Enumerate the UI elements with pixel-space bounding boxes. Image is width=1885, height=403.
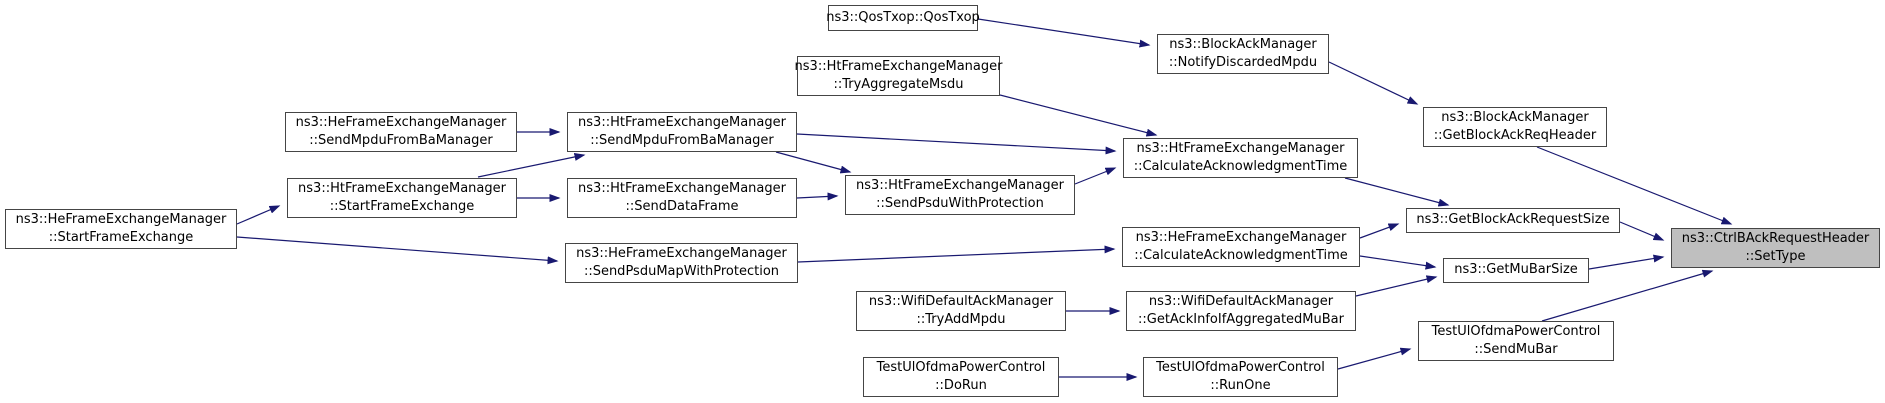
node-htframeexchangemanager-sendmpdufrombamanager[interactable]: ns3::HtFrameExchangeManager::SendMpduFro… (567, 112, 797, 152)
node-label-line: ns3::HeFrameExchangeManager (1135, 229, 1347, 245)
edge-wifidefaultackmanager-getackinfoifaggregatedmubar-to-getmubarsize (1355, 275, 1438, 297)
node-label-line: ::TryAddMpdu (916, 312, 1006, 327)
node-ctrlbackrequestheader-settype: ns3::CtrlBAckRequestHeader::SetType (1671, 228, 1880, 268)
edge-htframeexchangemanager-sendmpdufrombamanager-to-htframeexchangemanager-calculateacknowledgmenttime (796, 133, 1117, 155)
node-heframeexchangemanager-startframeexchange[interactable]: ns3::HeFrameExchangeManager::StartFrameE… (5, 209, 237, 249)
node-label-line: ns3::WifiDefaultAckManager (1148, 293, 1334, 309)
node-getblockackrequestsize[interactable]: ns3::GetBlockAckRequestSize (1406, 208, 1620, 233)
node-label-line: ns3::HtFrameExchangeManager (1136, 140, 1345, 156)
edge-htframeexchangemanager-sendmpdufrombamanager-to-htframeexchangemanager-sendpsduwithprotection (775, 151, 852, 174)
node-label-line: ns3::WifiDefaultAckManager (868, 293, 1054, 309)
node-label-line: ns3::HtFrameExchangeManager (856, 177, 1064, 193)
node-label-line: ns3::HtFrameExchangeManager (578, 114, 786, 130)
node-htframeexchangemanager-startframeexchange[interactable]: ns3::HtFrameExchangeManager::StartFrameE… (287, 178, 517, 218)
node-label-line: ns3::GetBlockAckRequestSize (1416, 212, 1610, 228)
node-label-line: ::DoRun (935, 378, 987, 393)
node-label-line: ::SendPsduMapWithProtection (583, 264, 780, 279)
node-label-line: ::RunOne (1210, 378, 1271, 393)
node-label-line: ::CalculateAcknowledgmentTime (1133, 159, 1348, 174)
edge-testulofdmapowercontrol-runone-to-testulofdmapowercontrol-sendmubar (1337, 347, 1412, 370)
node-wifidefaultackmanager-tryaddmpdu[interactable]: ns3::WifiDefaultAckManager::TryAddMpdu (856, 291, 1066, 331)
node-testulofdmapowercontrol-runone[interactable]: TestUlOfdmaPowerControl::RunOne (1143, 357, 1338, 397)
node-testulofdmapowercontrol-sendmubar[interactable]: TestUlOfdmaPowerControl::SendMuBar (1418, 321, 1614, 361)
edge-htframeexchangemanager-tryaggregatemsdu-to-htframeexchangemanager-calculateacknowledgmenttime (999, 94, 1158, 137)
node-label-line: TestUlOfdmaPowerControl (1431, 323, 1601, 339)
edge-htframeexchangemanager-startframeexchange-to-htframeexchangemanager-sendmpdufrombamanager (477, 153, 586, 178)
node-label-line: ns3::HtFrameExchangeManager (578, 180, 786, 196)
node-wifidefaultackmanager-getackinfoifaggregatedmubar[interactable]: ns3::WifiDefaultAckManager::GetAckInfoIf… (1126, 291, 1356, 331)
node-label-line: ::SendMpduFromBaManager (309, 133, 493, 148)
edge-getblockackrequestsize-to-ctrlbackrequestheader-settype (1619, 221, 1665, 241)
node-testulofdmapowercontrol-dorun[interactable]: TestUlOfdmaPowerControl::DoRun (863, 357, 1059, 397)
edge-blockackmanager-getblockackreqheader-to-ctrlbackrequestheader-settype (1536, 146, 1733, 225)
node-label-line: ::CalculateAcknowledgmentTime (1134, 248, 1348, 263)
node-label-line: ::StartFrameExchange (329, 199, 475, 214)
edge-heframeexchangemanager-startframeexchange-to-htframeexchangemanager-startframeexchange (236, 205, 281, 225)
edge-testulofdmapowercontrol-sendmubar-to-ctrlbackrequestheader-settype (1541, 269, 1714, 322)
node-qostxop-qostxop[interactable]: ns3::QosTxop::QosTxop (826, 5, 980, 31)
node-htframeexchangemanager-senddataframe[interactable]: ns3::HtFrameExchangeManager::SendDataFra… (567, 178, 797, 218)
node-label-line: ns3::BlockAckManager (1169, 36, 1317, 52)
edge-htframeexchangemanager-sendpsduwithprotection-to-htframeexchangemanager-calculateacknowledgmenttime (1074, 167, 1117, 185)
node-label-line: ::StartFrameExchange (48, 230, 194, 245)
node-label-line: ::SendMpduFromBaManager (590, 133, 774, 148)
edge-heframeexchangemanager-calculateacknowledgmenttime-to-getblockackrequestsize (1359, 223, 1400, 239)
node-label-line: ::NotifyDiscardedMpdu (1168, 55, 1318, 70)
edge-qostxop-qostxop-to-blockackmanager-notifydiscardedmpdu (977, 18, 1151, 48)
edge-blockackmanager-notifydiscardedmpdu-to-blockackmanager-getblockackreqheader (1328, 61, 1419, 105)
node-htframeexchangemanager-tryaggregatemsdu[interactable]: ns3::HtFrameExchangeManager::TryAggregat… (794, 56, 1003, 96)
node-label-line: ::SendDataFrame (625, 199, 739, 214)
node-label-line: ::SendMuBar (1474, 342, 1558, 357)
node-htframeexchangemanager-calculateacknowledgmenttime[interactable]: ns3::HtFrameExchangeManager::CalculateAc… (1123, 138, 1358, 178)
node-label-line: ns3::GetMuBarSize (1454, 262, 1578, 278)
node-label-line: ::GetBlockAckReqHeader (1433, 128, 1597, 143)
edge-heframeexchangemanager-sendpsdumapwithprotection-to-heframeexchangemanager-calculateacknowledgmenttime (797, 245, 1116, 263)
edge-heframeexchangemanager-calculateacknowledgmenttime-to-getmubarsize (1359, 255, 1437, 270)
node-label-line: ns3::BlockAckManager (1441, 109, 1589, 125)
node-label-line: ns3::HtFrameExchangeManager (298, 180, 506, 196)
node-heframeexchangemanager-sendmpdufrombamanager[interactable]: ns3::HeFrameExchangeManager::SendMpduFro… (285, 112, 517, 152)
node-label-line: ns3::HtFrameExchangeManager (794, 58, 1003, 74)
edge-getmubarsize-to-ctrlbackrequestheader-settype (1588, 254, 1665, 270)
node-label-line: ::TryAggregateMsdu (833, 77, 964, 92)
node-getmubarsize[interactable]: ns3::GetMuBarSize (1443, 258, 1589, 283)
edge-htframeexchangemanager-calculateacknowledgmenttime-to-getblockackrequestsize (1344, 177, 1450, 207)
node-htframeexchangemanager-sendpsduwithprotection[interactable]: ns3::HtFrameExchangeManager::SendPsduWit… (845, 175, 1075, 215)
node-label-line: ns3::QosTxop::QosTxop (826, 9, 980, 25)
node-label-line: ::GetAckInfoIfAggregatedMuBar (1138, 312, 1344, 327)
edge-htframeexchangemanager-senddataframe-to-htframeexchangemanager-sendpsduwithprotection (796, 192, 839, 201)
node-label-line: ns3::CtrlBAckRequestHeader (1681, 230, 1870, 246)
node-label-line: ns3::HeFrameExchangeManager (15, 211, 227, 227)
node-heframeexchangemanager-sendpsdumapwithprotection[interactable]: ns3::HeFrameExchangeManager::SendPsduMap… (565, 243, 798, 283)
node-label-line: ::SetType (1745, 249, 1806, 264)
node-label-line: ::SendPsduWithProtection (876, 196, 1044, 211)
node-blockackmanager-getblockackreqheader[interactable]: ns3::BlockAckManager::GetBlockAckReqHead… (1423, 107, 1607, 147)
edge-heframeexchangemanager-startframeexchange-to-heframeexchangemanager-sendpsdumapwithprotection (236, 236, 559, 265)
node-heframeexchangemanager-calculateacknowledgmenttime[interactable]: ns3::HeFrameExchangeManager::CalculateAc… (1122, 227, 1360, 267)
node-label-line: TestUlOfdmaPowerControl (876, 359, 1046, 375)
node-label-line: ns3::HeFrameExchangeManager (295, 114, 507, 130)
node-label-line: TestUlOfdmaPowerControl (1156, 359, 1325, 375)
node-label-line: ns3::HeFrameExchangeManager (576, 245, 787, 261)
node-blockackmanager-notifydiscardedmpdu[interactable]: ns3::BlockAckManager::NotifyDiscardedMpd… (1157, 34, 1329, 74)
